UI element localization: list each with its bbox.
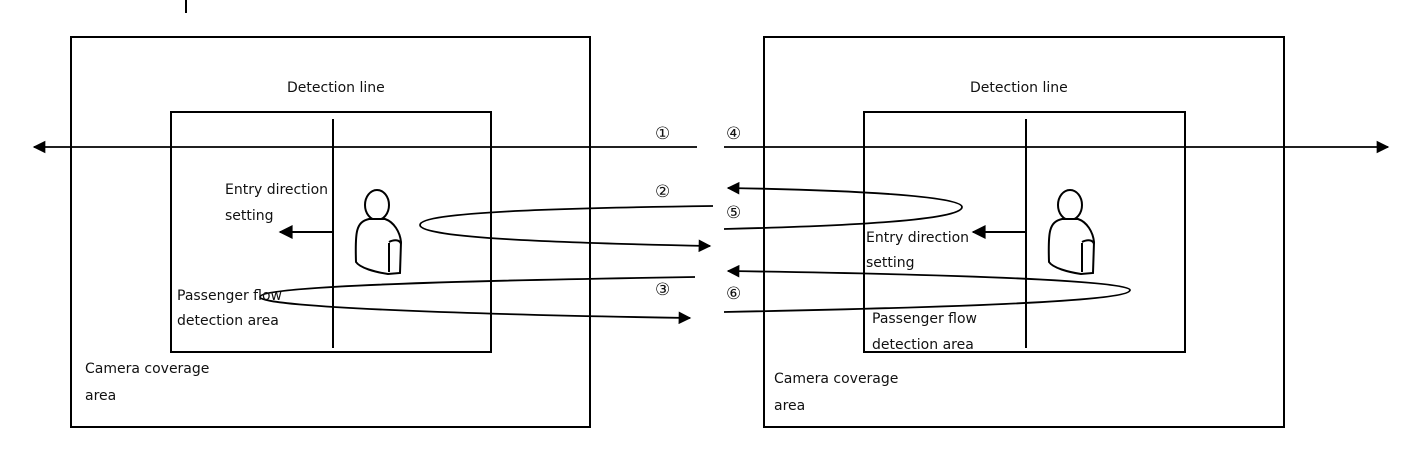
path-2-loop bbox=[419, 205, 714, 253]
left-passenger-flow-area bbox=[170, 111, 492, 353]
right-camera-coverage-label-1: Camera coverage bbox=[774, 371, 899, 387]
right-passenger-flow-label-1: Passenger flow bbox=[872, 311, 978, 327]
path-marker-3: ③ bbox=[655, 280, 671, 300]
left-camera-coverage-label-1: Camera coverage bbox=[85, 361, 210, 377]
right-detection-line-label: Detection line bbox=[970, 80, 1068, 96]
left-person-icon bbox=[354, 189, 403, 276]
path-marker-1: ① bbox=[655, 124, 671, 144]
right-entry-direction-label-1: Entry direction bbox=[866, 230, 970, 246]
path-6-loop bbox=[723, 264, 1131, 313]
path-marker-4: ④ bbox=[726, 124, 742, 144]
left-passenger-flow-label-1: Passenger flow bbox=[177, 288, 283, 304]
path-3-loop bbox=[259, 276, 696, 325]
path-marker-2: ② bbox=[655, 182, 671, 202]
left-passenger-flow-label-2: detection area bbox=[177, 313, 279, 329]
right-passenger-flow-area bbox=[863, 111, 1186, 353]
right-camera-coverage-area bbox=[763, 36, 1285, 428]
left-entry-direction-label-1: Entry direction bbox=[225, 182, 329, 198]
left-detection-line-label: Detection line bbox=[287, 80, 385, 96]
right-camera-coverage-label-2: area bbox=[774, 398, 806, 414]
path-5-loop bbox=[723, 181, 963, 230]
path-marker-6: ⑥ bbox=[726, 284, 742, 304]
left-camera-coverage-label-2: area bbox=[85, 388, 117, 404]
left-entry-direction-label-2: setting bbox=[225, 208, 274, 224]
right-person-icon bbox=[1047, 189, 1096, 276]
right-passenger-flow-label-2: detection area bbox=[872, 337, 974, 353]
left-camera-coverage-area bbox=[70, 36, 591, 428]
right-entry-direction-label-2: setting bbox=[866, 255, 915, 271]
path-marker-5: ⑤ bbox=[726, 203, 742, 223]
